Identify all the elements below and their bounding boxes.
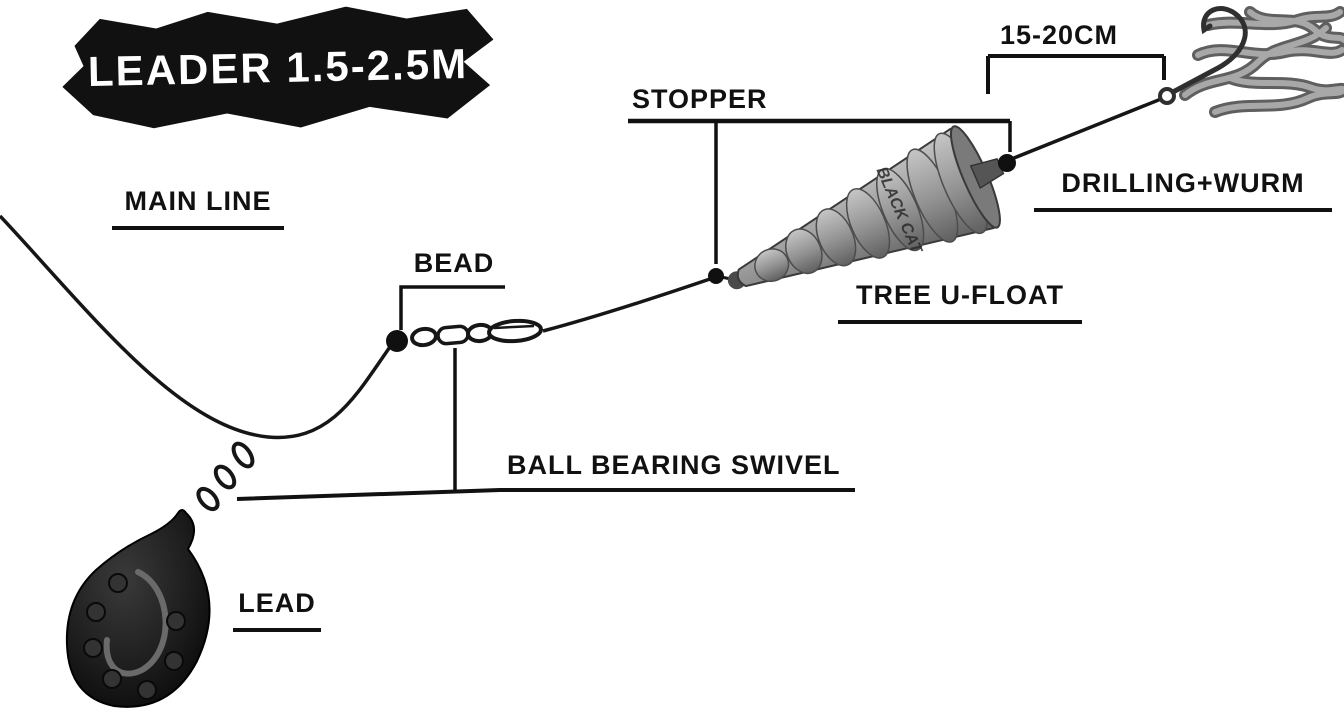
bead-callout-line [399,285,505,330]
float-top-bead [998,154,1016,172]
ball-bearing-swivel [410,318,543,348]
main-line-path [0,214,394,440]
hook-shape [1158,6,1248,105]
ball-bearing-swivel-label: BALL BEARING SWIVEL [507,450,841,480]
lead-label: LEAD [233,588,321,632]
bbs-underline-callout [236,488,855,501]
stopper-bead [708,268,724,284]
float-ribs [754,132,989,283]
main-line-label: MAIN LINE [112,186,284,230]
lead-highlight [103,569,169,677]
bead-shape [386,330,408,352]
leader-line-to-stopper [542,277,711,333]
stopper-label: STOPPER [632,84,768,114]
lead-studs [83,573,186,700]
leader-banner-text: LEADER 1.5-2.5M [87,40,469,95]
lead-weight [65,509,211,708]
tree-u-float-label: TREE U-FLOAT [838,280,1082,324]
worms-cluster [1179,6,1344,118]
float-top-nub [969,157,1005,190]
distance-label: 15-20CM [1000,20,1119,50]
leader-line-to-hook [1013,97,1162,160]
distance-bracket [986,54,1166,94]
lead-swivel [196,441,255,512]
drilling-wurm-label: DRILLING+WURM [1034,168,1332,212]
tree-u-float-shape: BLACK CAT [727,125,1005,290]
bead-label: BEAD [413,248,495,278]
